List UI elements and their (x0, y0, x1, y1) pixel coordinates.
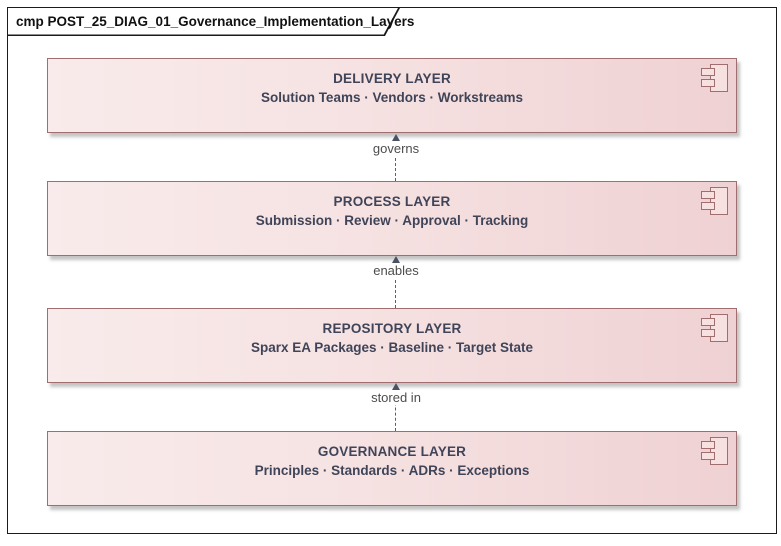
component-title: PROCESS LAYER (333, 194, 451, 209)
dashed-dependency-line (395, 387, 397, 431)
component-text: PROCESS LAYER Submission · Review · Appr… (48, 192, 736, 231)
uml-component-icon (701, 64, 729, 93)
uml-component-icon-port (701, 68, 715, 76)
uml-component-icon-port (701, 441, 715, 449)
component-process-layer[interactable]: PROCESS LAYER Submission · Review · Appr… (47, 181, 737, 256)
component-subtitle: Sparx EA Packages · Baseline · Target St… (250, 340, 534, 355)
component-title: DELIVERY LAYER (333, 71, 451, 86)
uml-component-icon-port (701, 318, 715, 326)
uml-frame-tab (8, 8, 400, 36)
component-governance-layer[interactable]: GOVERNANCE LAYER Principles · Standards … (47, 431, 737, 506)
uml-component-icon (701, 314, 729, 343)
connector-label: enables (370, 263, 422, 278)
uml-frame: cmp POST_25_DIAG_01_Governance_Implement… (7, 7, 777, 534)
component-text: GOVERNANCE LAYER Principles · Standards … (48, 442, 736, 481)
diagram-title: cmp POST_25_DIAG_01_Governance_Implement… (16, 14, 415, 29)
component-subtitle: Principles · Standards · ADRs · Exceptio… (254, 463, 530, 478)
uml-component-icon-port (701, 202, 715, 210)
arrow-up-icon (391, 383, 400, 390)
uml-frame-tab-face (8, 8, 398, 35)
arrow-up-icon (391, 256, 400, 263)
component-repository-layer[interactable]: REPOSITORY LAYER Sparx EA Packages · Bas… (47, 308, 737, 383)
connector-label: governs (369, 141, 423, 156)
component-title: REPOSITORY LAYER (322, 321, 462, 336)
component-text: DELIVERY LAYER Solution Teams · Vendors … (48, 69, 736, 108)
component-delivery-layer[interactable]: DELIVERY LAYER Solution Teams · Vendors … (47, 58, 737, 133)
uml-component-icon-port (701, 329, 715, 337)
uml-component-icon-port (701, 191, 715, 199)
component-subtitle: Submission · Review · Approval · Trackin… (255, 213, 529, 228)
uml-component-icon-port (701, 452, 715, 460)
uml-component-icon-port (701, 79, 715, 87)
arrow-up-icon (391, 134, 400, 141)
dashed-dependency-line (395, 138, 397, 181)
uml-component-icon (701, 187, 729, 216)
component-subtitle: Solution Teams · Vendors · Workstreams (260, 90, 524, 105)
dashed-dependency-line (395, 260, 397, 308)
uml-component-icon (701, 437, 729, 466)
component-title: GOVERNANCE LAYER (317, 444, 467, 459)
component-text: REPOSITORY LAYER Sparx EA Packages · Bas… (48, 319, 736, 358)
connector-label: stored in (368, 390, 424, 405)
